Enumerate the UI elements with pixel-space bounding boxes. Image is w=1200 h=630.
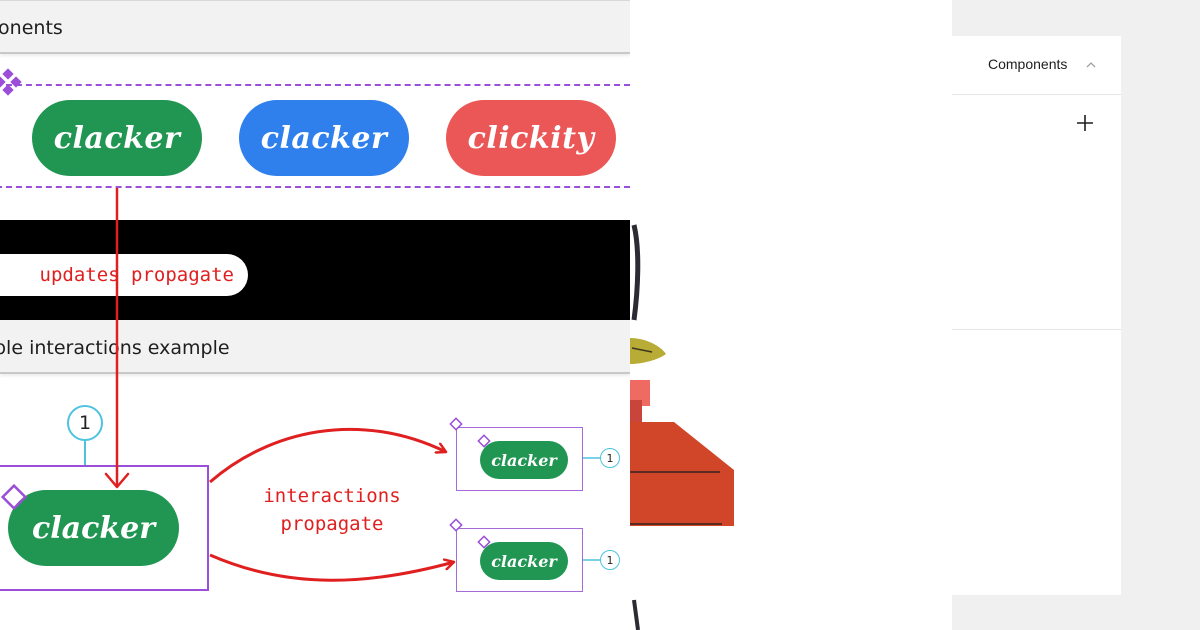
main-instance-frame[interactable]	[0, 465, 209, 591]
instance-clacker-2[interactable]: clacker	[480, 542, 568, 580]
interaction-badge-2[interactable]: 1	[600, 550, 620, 570]
interactions-section-header: ble interactions example	[0, 320, 630, 374]
components-panel: Components	[952, 36, 1121, 595]
interactions-label-line2: propagate	[280, 513, 384, 535]
instance-clacker-1[interactable]: clacker	[480, 441, 568, 479]
components-panel-header[interactable]: Components	[952, 36, 1121, 95]
components-section-title: ponents	[0, 17, 63, 39]
interactions-section-title: ble interactions example	[0, 337, 230, 359]
variant-clickity-red[interactable]: clickity	[446, 100, 616, 176]
components-panel-title: Components	[988, 56, 1068, 72]
interaction-badge-1[interactable]: 1	[600, 448, 620, 468]
decorative-illustration	[630, 224, 734, 630]
interaction-badge-main[interactable]: 1	[67, 405, 103, 441]
component-set-frame[interactable]	[0, 84, 630, 188]
plus-icon[interactable]	[1075, 113, 1095, 133]
updates-propagate-label: updates propagate	[0, 254, 248, 296]
interaction-arrow-top	[209, 427, 446, 484]
instance-frame-2[interactable]	[456, 528, 583, 592]
variant-clacker-blue[interactable]: clacker	[239, 100, 409, 176]
chevron-up-icon[interactable]	[1085, 61, 1097, 69]
illustration-area	[630, 0, 952, 630]
variant-clacker-green[interactable]: clacker	[32, 100, 202, 176]
interaction-arrow-bottom	[209, 553, 454, 582]
components-section-header: ponents	[0, 0, 630, 54]
panel-section-divider	[952, 329, 1121, 330]
instance-frame-1[interactable]	[456, 427, 583, 491]
interactions-label-line1: interactions	[263, 485, 401, 507]
interactions-propagate-label: interactions propagate	[244, 482, 420, 538]
main-instance-clacker[interactable]: clacker	[8, 490, 179, 566]
figma-canvas[interactable]: ponents clacker clacker clickity updates…	[0, 0, 630, 630]
